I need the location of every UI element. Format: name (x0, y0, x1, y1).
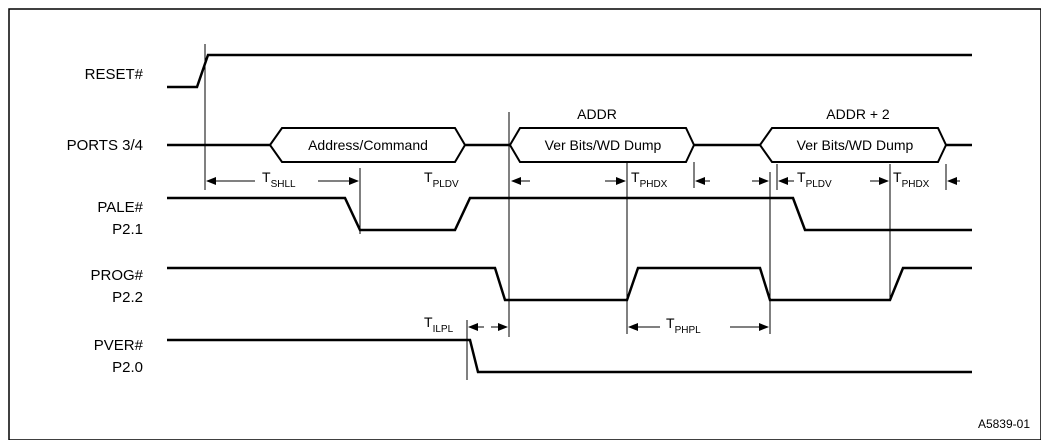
bus-segment-3-label: Ver Bits/WD Dump (797, 137, 914, 153)
pale-waveform (167, 196, 972, 232)
addr-label: ADDR (577, 106, 617, 122)
pale-pin-label: P2.1 (112, 221, 143, 238)
reset-waveform (167, 53, 972, 89)
pver-pin-label: P2.0 (112, 359, 143, 376)
ports-bus-segment-3 (758, 127, 948, 163)
bus-segment-2-label: Ver Bits/WD Dump (545, 137, 662, 153)
prog-waveform (167, 266, 972, 302)
tpldv2-label: TPLDV (797, 169, 832, 190)
prog-label: PROG# (90, 267, 143, 284)
bus-segment-1-label: Address/Command (308, 137, 428, 153)
figure-id: A5839-01 (978, 417, 1030, 431)
addr-plus2-label: ADDR + 2 (826, 106, 890, 122)
ports-bus-segment-2 (508, 127, 696, 163)
prog-pin-label: P2.2 (112, 289, 143, 306)
timing-arrows (206, 177, 960, 331)
waveforms (167, 53, 972, 374)
diagram-border (8, 8, 1041, 440)
tilpl-label: TILPL (424, 314, 454, 335)
pver-waveform (167, 338, 972, 374)
pale-label: PALE# (97, 199, 143, 216)
tshll-label: TSHLL (262, 169, 296, 190)
tphdx2-label: TPHDX (893, 169, 930, 190)
tphdx1-label: TPHDX (631, 169, 668, 190)
ports-bus-segment-1 (268, 127, 467, 163)
pver-label: PVER# (94, 337, 144, 354)
reset-label: RESET# (85, 66, 144, 83)
tpldv1-label: TPLDV (424, 169, 459, 190)
tphpl-label: TPHPL (666, 315, 701, 336)
reference-lines (204, 44, 947, 380)
ports-label: PORTS 3/4 (67, 137, 143, 154)
